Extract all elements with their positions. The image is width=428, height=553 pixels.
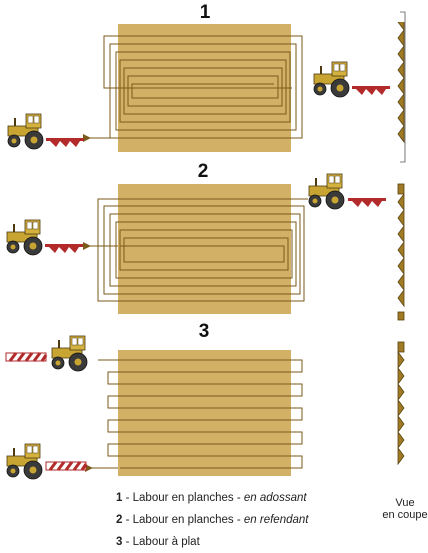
tractor-icon	[313, 61, 350, 98]
tractor-icon	[308, 173, 345, 210]
section-3-number: 3	[199, 321, 210, 342]
legend-item-1: 1 - Labour en planches - en adossant	[116, 492, 307, 504]
section-1-number: 1	[200, 2, 211, 23]
section-view-1	[397, 11, 406, 163]
plough-icon	[44, 460, 88, 472]
legend-item-3: 3 - Labour à plat	[116, 536, 200, 548]
tractor-icon	[6, 219, 43, 256]
plough-icon	[46, 138, 84, 147]
furrow-pattern-3	[85, 359, 303, 472]
tractor-icon	[51, 335, 88, 372]
legend-number: 1	[116, 492, 123, 504]
section-view-label: Vue en coupe	[382, 497, 428, 521]
section-3: 3	[4, 321, 405, 480]
field-3	[118, 350, 291, 476]
plough-icon	[348, 198, 386, 207]
plough-icon	[4, 351, 48, 363]
legend-text: - Labour en planches -	[125, 514, 244, 526]
legend-number: 2	[116, 514, 123, 526]
section-view-label-line1: Vue	[395, 497, 415, 509]
legend-text: - Labour en planches -	[125, 492, 244, 504]
section-view-3	[397, 341, 405, 466]
furrow-pattern-1	[83, 35, 303, 142]
plough-icon	[352, 86, 390, 95]
section-view-2	[397, 183, 405, 321]
legend-item-2: 2 - Labour en planches - en refendant	[116, 514, 308, 526]
furrow-pattern-2	[83, 198, 308, 302]
section-view-label-line2: en coupe	[382, 509, 428, 521]
section-2-number: 2	[198, 161, 209, 182]
section-2: 2	[6, 161, 405, 321]
section-1: 1	[7, 2, 406, 163]
tractor-icon	[7, 113, 44, 150]
legend-italic: en adossant	[243, 492, 307, 504]
legend-number: 3	[116, 536, 123, 548]
legend-text: - Labour à plat	[125, 536, 200, 548]
plough-icon	[45, 244, 83, 253]
tractor-icon	[6, 443, 43, 480]
legend-italic: en refendant	[243, 514, 309, 526]
